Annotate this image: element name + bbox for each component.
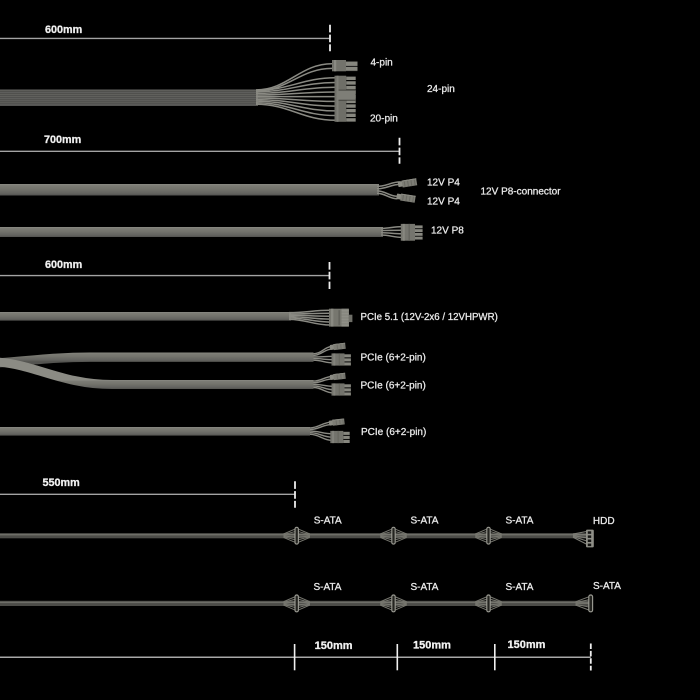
svg-text:12V P4: 12V P4: [427, 197, 460, 208]
svg-text:S-ATA: S-ATA: [411, 516, 439, 527]
svg-text:4-pin: 4-pin: [371, 58, 393, 69]
svg-text:12V P4: 12V P4: [427, 178, 460, 189]
svg-text:600mm: 600mm: [45, 259, 82, 271]
svg-text:S-ATA: S-ATA: [506, 582, 534, 593]
svg-text:24-pin: 24-pin: [427, 84, 455, 95]
svg-text:12V P8: 12V P8: [431, 226, 464, 237]
svg-text:HDD: HDD: [593, 516, 615, 527]
svg-text:150mm: 150mm: [315, 640, 353, 652]
svg-text:S-ATA: S-ATA: [506, 516, 534, 527]
svg-text:150mm: 150mm: [413, 639, 451, 651]
svg-text:550mm: 550mm: [43, 477, 80, 489]
svg-text:700mm: 700mm: [44, 134, 81, 146]
svg-text:20-pin: 20-pin: [370, 114, 398, 125]
svg-text:PCIe (6+2-pin): PCIe (6+2-pin): [361, 352, 426, 363]
svg-text:PCIe (6+2-pin): PCIe (6+2-pin): [361, 427, 426, 438]
svg-text:PCIe 5.1 (12V-2x6 / 12VHPWR): PCIe 5.1 (12V-2x6 / 12VHPWR): [361, 312, 498, 323]
svg-text:150mm: 150mm: [508, 639, 546, 651]
svg-text:PCIe (6+2-pin): PCIe (6+2-pin): [361, 381, 426, 392]
svg-text:S-ATA: S-ATA: [314, 516, 342, 527]
svg-text:S-ATA: S-ATA: [411, 582, 439, 593]
svg-text:S-ATA: S-ATA: [593, 581, 621, 592]
svg-text:12V P8-connector: 12V P8-connector: [481, 187, 562, 198]
svg-text:S-ATA: S-ATA: [314, 582, 342, 593]
svg-text:600mm: 600mm: [45, 24, 82, 36]
